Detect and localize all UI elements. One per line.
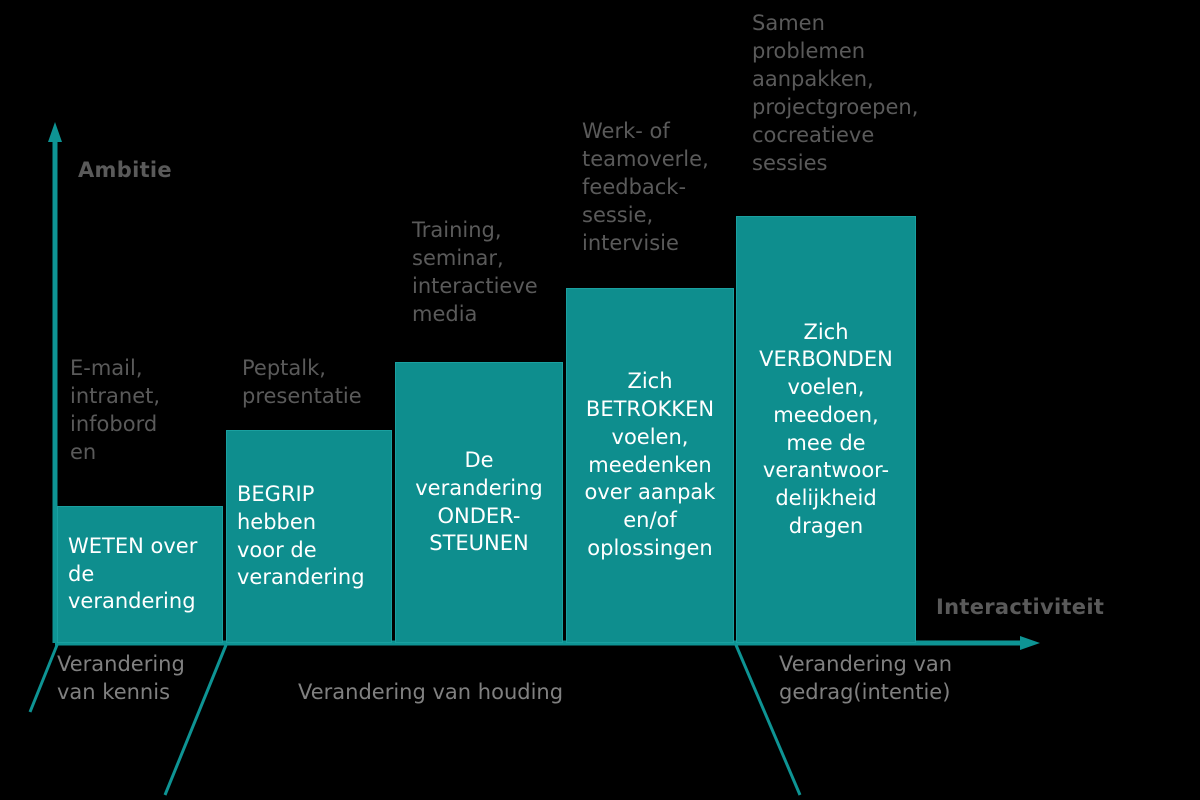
bar-ondersteunen[interactable]: De verandering ONDER- STEUNEN: [395, 362, 563, 643]
bar-caption-5: Samen problemen aanpakken, projectgroepe…: [752, 11, 919, 175]
bar-caption-1: E-mail, intranet, infobord en: [70, 356, 161, 464]
bar-betrokken[interactable]: Zich BETROKKEN voelen, meedenken over aa…: [566, 288, 734, 643]
bar-caption-2: Peptalk, presentatie: [242, 356, 362, 408]
y-axis-title: Ambitie: [78, 158, 172, 182]
bar-caption-4: Werk- of teamoverle, feedback- sessie, i…: [582, 119, 709, 255]
category-divider-left: [28, 644, 59, 713]
x-axis-title: Interactiviteit: [936, 595, 1105, 619]
bar-caption-3: Training, seminar, interactieve media: [412, 218, 538, 326]
category-label-kennis: Verandering van kennis: [57, 652, 185, 705]
category-label-houding: Verandering van houding: [298, 680, 564, 704]
bar-begrip[interactable]: BEGRIP hebben voor de verandering: [226, 430, 392, 643]
bar-weten[interactable]: WETEN over de verandering: [57, 506, 223, 643]
category-label-gedrag: Verandering van gedrag(intentie): [779, 652, 953, 705]
bar-verbonden[interactable]: Zich VERBONDEN voelen, meedoen, mee de v…: [736, 216, 916, 643]
